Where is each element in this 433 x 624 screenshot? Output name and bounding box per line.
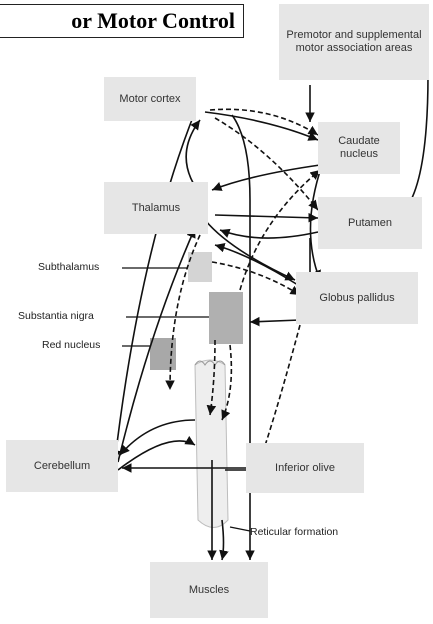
label-reticular-formation: Reticular formation	[250, 526, 338, 538]
box-thalamus: Thalamus	[104, 182, 208, 234]
arrow-reticular-muscles	[222, 520, 224, 560]
box-putamen: Putamen	[318, 197, 422, 249]
box-premotor: Premotor and supplemental motor associat…	[279, 4, 429, 80]
box-caudate: Caudate nucleus	[318, 122, 400, 174]
box-muscles: Muscles	[150, 562, 268, 618]
label-red-nucleus: Red nucleus	[42, 339, 100, 351]
subthalamus-nucleus	[188, 252, 212, 282]
arrow-cortex-putamen-dashed	[215, 118, 318, 210]
arrow-globus-thalamus	[215, 245, 298, 285]
arrow-brainstem-cerebellum	[120, 420, 195, 455]
arrow-putamen-thalamus	[220, 230, 318, 238]
arrow-cortex-cerebellum	[115, 112, 195, 460]
label-subthalamus: Subthalamus	[38, 261, 99, 273]
box-motor-cortex: Motor cortex	[104, 77, 196, 121]
box-inferior-olive: Inferior olive	[246, 443, 364, 493]
substantia-nigra-nucleus	[209, 292, 243, 344]
red-nucleus-nucleus	[150, 338, 176, 370]
box-cerebellum: Cerebellum	[6, 440, 118, 492]
box-globus-pallidus: Globus pallidus	[296, 272, 418, 324]
label-substantia-nigra: Substantia nigra	[18, 310, 94, 322]
arrow-premotor-putamen	[405, 75, 428, 210]
arrow-globus-olive-dashed	[262, 325, 300, 455]
leader-reticular	[230, 527, 250, 531]
arrow-caudate-thalamus	[212, 165, 320, 190]
arrow-thalamus-putamen	[215, 215, 318, 218]
arrow-cortex-caudate	[205, 112, 318, 140]
figure-title: or Motor Control	[0, 4, 244, 38]
arrow-globus-snigra	[250, 320, 300, 322]
